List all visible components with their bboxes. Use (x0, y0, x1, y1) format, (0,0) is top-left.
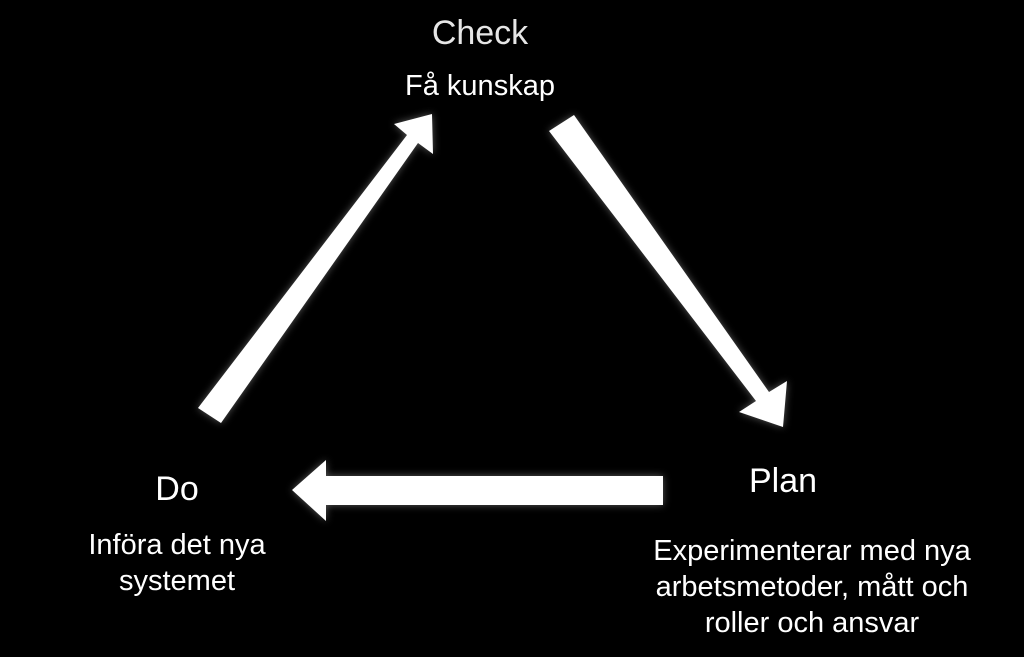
plan-description-line: roller och ansvar (704, 607, 920, 639)
arrow-icon-check-to-plan (549, 115, 787, 427)
plan-description-line: arbetsmetoder, mått och (655, 571, 969, 603)
plan-description: Experimenterar med nya arbetsmetoder, må… (612, 533, 1012, 641)
check-title: Check (431, 14, 529, 52)
do-title: Do (155, 470, 199, 508)
do-description: Införa det nya systemet (47, 527, 307, 599)
do-description-line: systemet (118, 565, 236, 597)
arrow-icon-plan-to-do (292, 460, 663, 521)
plan-description-line: Experimenterar med nya (653, 535, 971, 567)
check-description: Få kunskap (405, 70, 555, 102)
arrow-icon-do-to-check (198, 114, 433, 423)
do-description-line: Införa det nya (88, 529, 266, 561)
plan-title: Plan (748, 462, 818, 500)
